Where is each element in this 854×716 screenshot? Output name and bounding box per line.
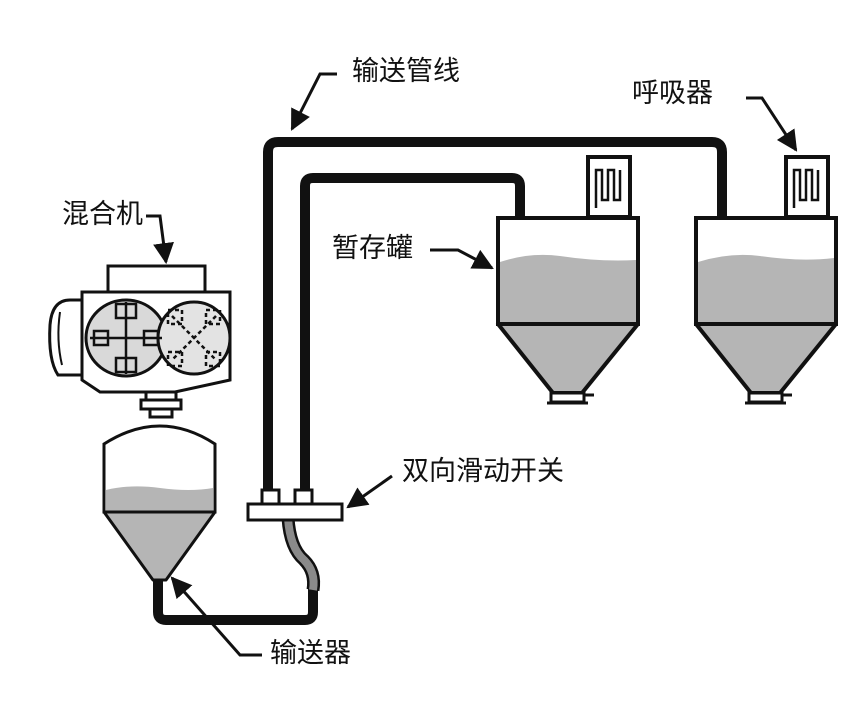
inner-pipe [300, 173, 525, 495]
conveyor-hopper [102, 424, 217, 582]
outer-pipe [263, 137, 727, 495]
label-conveyor: 输送器 [270, 638, 351, 669]
label-surge-tank: 暂存罐 [332, 233, 413, 264]
label-conveying-line: 输送管线 [352, 56, 460, 87]
arrow-mixer [146, 214, 174, 265]
mixer [48, 264, 232, 419]
arrow-conveyor [170, 576, 262, 657]
arrow-conveying-line [290, 72, 337, 131]
label-breather: 呼吸器 [632, 78, 713, 109]
arrow-breather [746, 96, 798, 152]
label-diverter: 双向滑动开关 [402, 456, 564, 487]
surge-tank [496, 216, 640, 405]
breather-2 [784, 155, 830, 219]
diverter-valve [246, 488, 344, 522]
arrow-diverter [346, 474, 393, 509]
label-mixer: 混合机 [62, 199, 143, 230]
breather-1 [586, 155, 632, 219]
conveyor-line [153, 575, 318, 625]
arrow-surge-tank [430, 248, 494, 270]
conveying-pipeline [263, 137, 727, 495]
surge-tank-2 [694, 216, 838, 405]
